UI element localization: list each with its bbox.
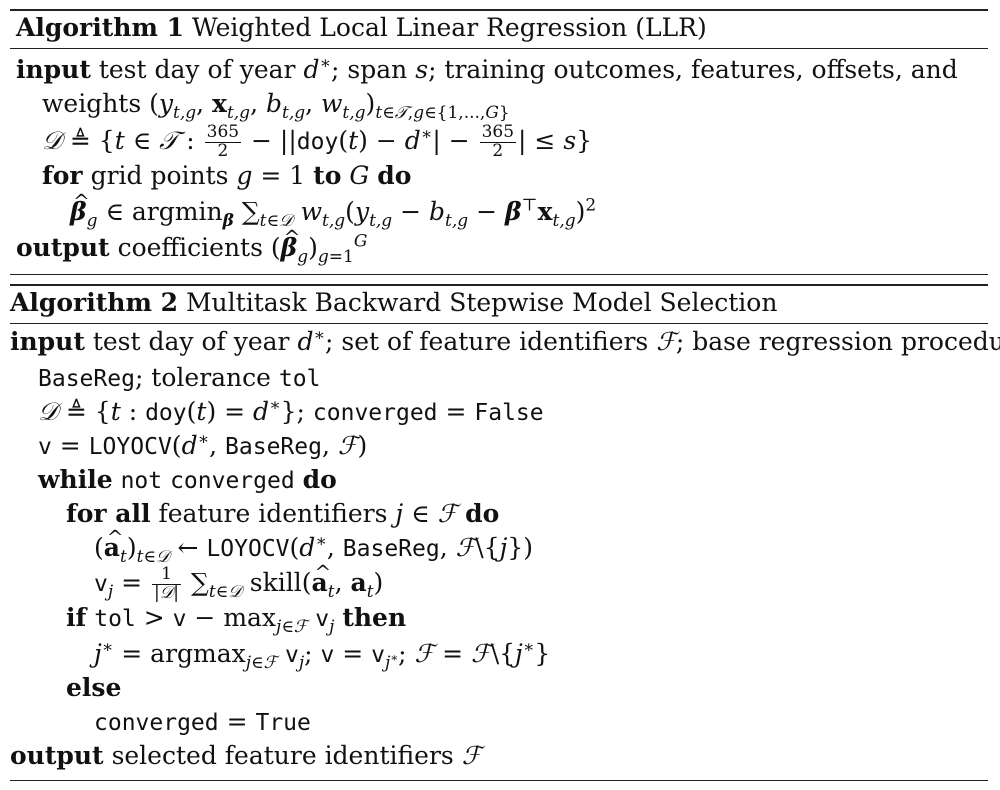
algo2-while-keyword: while <box>38 465 113 494</box>
algo2-loyocv-line: (at)t∈𝒟 ← LOYOCV(d∗, BaseReg, ℱ\{j}) <box>94 521 533 566</box>
algo2-output-text: selected feature identifiers <box>111 741 454 770</box>
algo2-do-keyword: do <box>302 465 337 494</box>
algo2-domain-line: 𝒟 ≜ {t : doy(t) = d∗}; converged = False <box>38 395 544 426</box>
algo1-top-rule <box>10 9 988 11</box>
algo1-input-text: test day of year <box>98 55 296 84</box>
algo1-output-keyword: output <box>16 233 110 262</box>
algo1-argmin: argmin <box>131 197 223 226</box>
algo1-to-keyword: to <box>313 161 342 190</box>
algo2-v-var: v <box>38 434 52 460</box>
algo2-argmax: argmax <box>150 639 246 668</box>
algo2-basereg-arg2: BaseReg <box>342 536 440 562</box>
algo2-else-line: else <box>66 672 121 704</box>
algo2-top-rule <box>10 284 988 286</box>
algo1-output-text: coefficients <box>117 233 263 262</box>
algo2-argmax-line: j∗ = argmaxj∈ℱ vj; v = vj∗; ℱ = ℱ\{j∗} <box>94 637 551 673</box>
algo2-vj-line: vj = 1|𝒟| ∑t∈𝒟 skill(at, at) <box>94 556 383 603</box>
algo2-forall-line: for all feature identifiers j ∈ ℱ do <box>66 499 500 528</box>
algo1-argmin-line: βg ∈ argminβ ∑t∈𝒟 wt,g(yt,g − bt,g − β⊤x… <box>70 185 596 230</box>
algo1-bottom-rule <box>10 274 988 275</box>
algo2-input-text: test day of year <box>92 327 290 356</box>
algo2-caption-rule <box>10 323 988 324</box>
algo2-while-line: while not converged do <box>38 464 337 497</box>
algo2-if-line: if tol > v − maxj∈ℱ vj then <box>66 603 407 637</box>
algo2-max: max <box>223 603 277 632</box>
algo1-training-text: ; training outcomes, features, offsets, … <box>428 55 958 84</box>
algo2-base-regression-text: ; base regression procedure <box>675 327 1000 356</box>
algo2-not: not <box>120 468 163 494</box>
algo1-do-keyword: do <box>377 161 412 190</box>
algo1-weights-text: weights <box>42 89 142 118</box>
algo2-loyocv-fn: LOYOCV <box>88 434 172 460</box>
algo2-basereg-arg: BaseReg <box>225 434 322 460</box>
algo2-label: Algorithm 2 <box>10 288 178 317</box>
algo2-if-keyword: if <box>66 603 87 632</box>
algo2-bottom-rule <box>10 780 988 781</box>
algo1-for-line: for grid points g = 1 to G do <box>42 161 412 190</box>
algo1-label: Algorithm 1 <box>16 13 184 42</box>
algo2-doy-fn: doy <box>145 400 187 426</box>
algo2-loyocv-call: LOYOCV <box>206 536 290 562</box>
algo2-tol: tol <box>278 366 321 392</box>
algo2-tol-cond: tol <box>94 606 136 632</box>
algo1-caption-rule <box>10 48 988 49</box>
algo2-forall-do-keyword: do <box>465 499 500 528</box>
algo1-doy-fn: doy <box>296 128 339 155</box>
algo2-converged-true-line: converged = True <box>94 707 311 736</box>
algo2-then-keyword: then <box>342 603 407 632</box>
algo1-for-text: grid points <box>90 161 229 190</box>
algo2-true-value: True <box>255 710 311 736</box>
algo2-caption: Algorithm 2 Multitask Backward Stepwise … <box>10 287 777 319</box>
algo2-false-value: False <box>474 400 544 426</box>
algo2-basereg: BaseReg <box>38 366 135 392</box>
algo2-output-keyword: output <box>10 741 104 770</box>
algo2-forall-text: feature identifiers <box>158 499 388 528</box>
algo1-title: Weighted Local Linear Regression (LLR) <box>191 13 707 42</box>
algo2-converged-var: converged <box>312 400 438 426</box>
algo2-input-keyword: input <box>10 327 85 356</box>
algo2-converged-assign: converged <box>94 710 219 736</box>
algo1-output-line: output coefficients (βg)g=1G <box>16 221 367 266</box>
algo2-skill-fn: skill <box>249 567 302 597</box>
algo1-caption: Algorithm 1 Weighted Local Linear Regres… <box>16 12 707 44</box>
algo2-title: Multitask Backward Stepwise Model Select… <box>185 288 778 317</box>
algo1-weights-line: weights (yt,g, xt,g, bt,g, wt,g)t∈𝒯,g∈{1… <box>42 89 510 123</box>
algo2-output-line: output selected feature identifiers ℱ <box>10 741 482 770</box>
algo1-span-text: ; span <box>331 55 408 84</box>
algo2-else-keyword: else <box>66 673 122 702</box>
algo2-feature-set-text: ; set of feature identifiers <box>325 327 649 356</box>
algo2-v-line: v = LOYOCV(d∗, BaseReg, ℱ) <box>38 429 368 460</box>
algo2-converged-cond: converged <box>170 468 295 494</box>
algo2-basereg-line: BaseReg; tolerance tol <box>38 362 320 395</box>
algo1-input-line: input test day of year d∗; span s; train… <box>16 53 958 84</box>
algo1-input-keyword: input <box>16 55 91 84</box>
algo2-tolerance-text: ; tolerance <box>134 363 271 392</box>
algo2-input-line: input test day of year d∗; set of featur… <box>10 326 1000 358</box>
